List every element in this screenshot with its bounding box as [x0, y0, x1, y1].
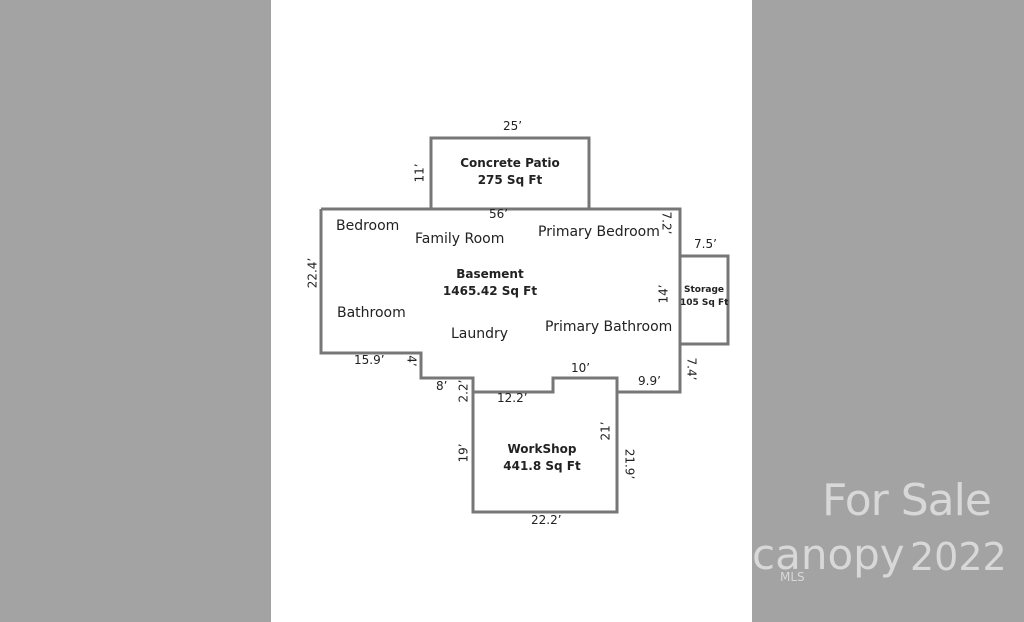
floor-plan-canvas: [271, 0, 752, 622]
dim-patio-side: 11’: [412, 163, 427, 183]
storage-outline: [678, 254, 730, 346]
dim-step-2-2: 2.2’: [456, 379, 471, 403]
patio-label: Concrete Patio 275 Sq Ft: [455, 155, 565, 189]
basement-label: Basement 1465.42 Sq Ft: [440, 266, 540, 300]
room-family-room: Family Room: [415, 231, 505, 247]
workshop-label: WorkShop 441.8 Sq Ft: [492, 441, 592, 475]
patio-name: Concrete Patio: [460, 156, 560, 170]
dim-workshop-right: 21.9’: [622, 448, 637, 480]
room-primary-bathroom: Primary Bathroom: [545, 319, 673, 335]
storage-area: 105 Sq Ft: [680, 298, 729, 308]
workshop-name: WorkShop: [507, 442, 577, 456]
patio-area: 275 Sq Ft: [477, 173, 543, 187]
storage-label: Storage 105 Sq Ft: [680, 284, 728, 310]
dim-patio-top: 25’: [503, 119, 523, 133]
basement-outline: [319, 207, 682, 394]
workshop-area: 441.8 Sq Ft: [503, 459, 581, 473]
workshop-outline: [471, 392, 619, 514]
dim-right-top: 7.2’: [659, 211, 674, 235]
room-laundry: Laundry: [451, 326, 509, 342]
basement-name: Basement: [456, 267, 524, 281]
dim-right-low: 7.4’: [684, 357, 699, 381]
room-primary-bedroom: Primary Bedroom: [538, 224, 660, 240]
dim-workshop-right-inner: 21’: [598, 421, 613, 441]
dim-workshop-top: 12.2’: [497, 391, 528, 405]
dim-notch-10: 10’: [571, 361, 591, 375]
watermark-year: 2022: [910, 535, 1007, 579]
dim-storage-top: 7.5’: [694, 237, 717, 251]
dim-workshop-bottom: 22.2’: [531, 513, 562, 527]
watermark-mls: MLS: [780, 570, 805, 584]
basement-area: 1465.42 Sq Ft: [442, 284, 538, 298]
dim-right-mid: 14’: [656, 284, 671, 304]
room-bedroom: Bedroom: [336, 218, 400, 234]
room-bathroom: Bathroom: [337, 305, 406, 321]
watermark-brand: canopy: [752, 530, 905, 579]
dim-workshop-left: 19’: [456, 443, 471, 463]
dim-basement-top: 56’: [489, 207, 509, 221]
dim-step-4: 4’: [404, 355, 419, 367]
dim-step-8: 8’: [436, 379, 448, 393]
watermark-for-sale: For Sale: [822, 475, 992, 526]
dim-left-side: 22.4’: [305, 257, 320, 289]
storage-name: Storage: [683, 285, 725, 295]
dim-bottom-left: 15.9’: [354, 353, 385, 367]
dim-bottom-right: 9.9’: [638, 374, 661, 388]
